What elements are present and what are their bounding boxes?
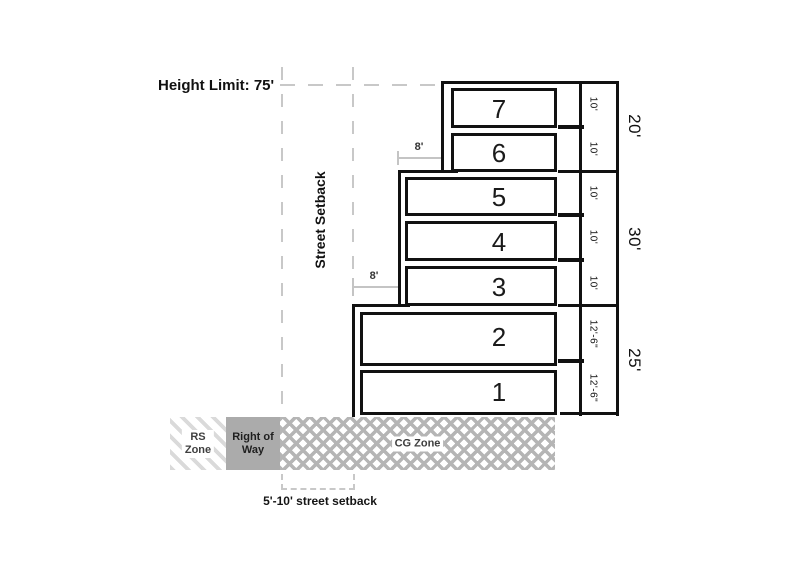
cg-zone-area: CG Zone bbox=[280, 417, 555, 470]
setback-bracket bbox=[281, 474, 355, 490]
building-outline-top bbox=[441, 81, 558, 84]
setback-note: 5'-10' street setback bbox=[263, 494, 377, 508]
dim-strip-left-line bbox=[579, 81, 582, 416]
floor-divider-tick-4-3 bbox=[558, 258, 584, 262]
dim-strip-right-line bbox=[616, 81, 619, 416]
floor-dim-5: 10' bbox=[587, 185, 599, 201]
floor-number-4: 4 bbox=[491, 227, 507, 257]
building-outline-jog-lower bbox=[352, 304, 410, 307]
floor-number-1: 1 bbox=[491, 377, 507, 407]
height-limit-label: Height Limit: 75' bbox=[158, 77, 275, 94]
floor-divider-tick-2-1 bbox=[558, 359, 584, 363]
floor-dim-6: 10' bbox=[587, 141, 599, 157]
height-limit-dashed-line bbox=[280, 84, 441, 86]
floor-dim-3: 10' bbox=[587, 275, 599, 291]
floor-divider-tick-5-4 bbox=[558, 213, 584, 217]
floor-number-6: 6 bbox=[491, 138, 507, 168]
floor-dim-1: 12'-6" bbox=[587, 373, 599, 403]
floor-box-6 bbox=[451, 133, 557, 172]
floor-box-1 bbox=[360, 370, 557, 415]
building-outline-tier2-left bbox=[398, 170, 401, 307]
street-setback-label: Street Setback bbox=[312, 171, 328, 269]
group-dim-25: 25' bbox=[625, 348, 644, 372]
lower-stepback-line bbox=[352, 286, 400, 288]
floor-box-3 bbox=[405, 266, 557, 306]
dim-group-divider-30-25 bbox=[558, 304, 619, 307]
lower-stepback-label: 8' bbox=[369, 270, 379, 282]
floor-box-2 bbox=[360, 312, 557, 366]
floor-number-5: 5 bbox=[491, 182, 507, 212]
property-line-dashed bbox=[281, 67, 283, 417]
building-outline-jog-upper bbox=[398, 170, 458, 173]
floor-box-4 bbox=[405, 221, 557, 261]
floor-box-5 bbox=[405, 177, 557, 216]
floor-number-3: 3 bbox=[491, 272, 507, 302]
group-dim-20: 20' bbox=[625, 114, 644, 138]
building-outline-tier1-left bbox=[352, 304, 355, 417]
floor-dim-4: 10' bbox=[587, 229, 599, 245]
street-setback-line-dashed bbox=[352, 67, 354, 300]
dim-strip-bottom-line bbox=[560, 412, 619, 415]
floor-number-2: 2 bbox=[491, 322, 507, 352]
floor-number-7: 7 bbox=[491, 94, 507, 124]
cg-zone-label: CG Zone bbox=[391, 436, 444, 451]
floor-dim-7: 10' bbox=[587, 96, 599, 112]
upper-stepback-line bbox=[397, 157, 443, 159]
building-outline-tier3-left bbox=[441, 81, 444, 173]
floor-dim-2: 12'-6" bbox=[587, 319, 599, 349]
upper-stepback-label: 8' bbox=[414, 141, 424, 153]
group-dim-30: 30' bbox=[625, 227, 644, 251]
dim-group-divider-20-30 bbox=[558, 170, 619, 173]
dim-strip-top-line bbox=[558, 81, 619, 84]
floor-box-7 bbox=[451, 88, 557, 128]
floor-divider-tick-7-6 bbox=[558, 125, 584, 129]
